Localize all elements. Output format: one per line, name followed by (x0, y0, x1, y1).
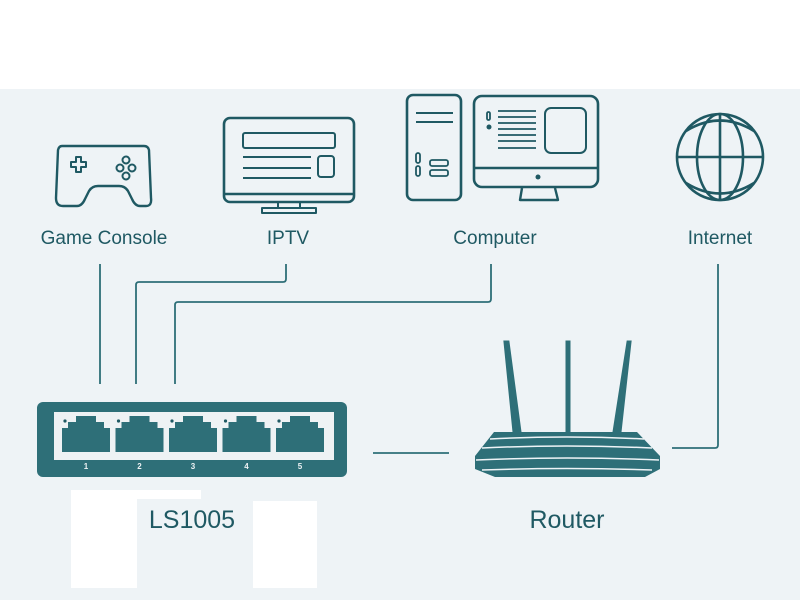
ethernet-port-icon (276, 416, 324, 452)
label-iptv: IPTV (266, 228, 310, 249)
desktop-computer-icon (405, 93, 600, 202)
port-led (63, 419, 67, 423)
connection-lines (99, 264, 719, 454)
switch-port-2: 2 (115, 416, 164, 471)
switch-icon: 1 2 3 4 5 (37, 402, 347, 477)
label-computer: Computer (453, 228, 537, 249)
port-number: 5 (298, 462, 303, 471)
label-router: Router (529, 506, 605, 534)
ethernet-port-icon (222, 416, 271, 452)
port-led (170, 419, 174, 423)
gamepad-icon (54, 144, 153, 208)
port-number: 3 (191, 462, 196, 471)
white-block (71, 490, 137, 588)
port-number: 1 (84, 462, 89, 471)
tv-icon (222, 116, 356, 214)
switch-port-5: 5 (276, 416, 324, 471)
port-number: 2 (137, 462, 142, 471)
port-number: 4 (244, 462, 249, 471)
label-internet: Internet (687, 228, 753, 249)
line-computer (174, 264, 492, 384)
white-block (253, 501, 317, 588)
switch-port-1: 1 (62, 416, 110, 471)
port-led (277, 419, 281, 423)
line-iptv (135, 264, 287, 384)
port-led (223, 419, 228, 423)
router-icon (475, 340, 660, 477)
globe-icon (675, 112, 765, 202)
port-led (116, 419, 121, 423)
ethernet-port-icon (115, 416, 164, 452)
ethernet-port-icon (62, 416, 110, 452)
label-switch: LS1005 (148, 506, 236, 534)
line-internet (672, 264, 719, 449)
label-game-console: Game Console (40, 228, 168, 249)
switch-port-3: 3 (169, 416, 217, 471)
ethernet-port-icon (169, 416, 217, 452)
switch-port-4: 4 (222, 416, 271, 471)
